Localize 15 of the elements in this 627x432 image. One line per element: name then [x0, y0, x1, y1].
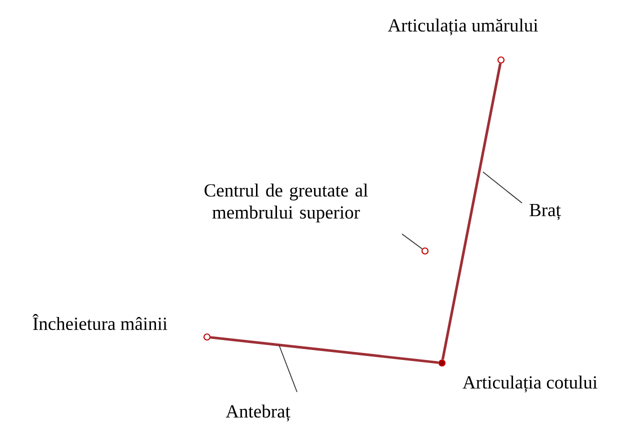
joint-label: Încheietura mâinii: [32, 314, 168, 330]
joint-point: [497, 56, 505, 64]
joint-label: Articulația cotului: [462, 376, 598, 392]
limb-segment: [441, 63, 502, 360]
limb-segment: [210, 336, 439, 364]
leader-line: [278, 344, 298, 392]
joint-point: [203, 333, 211, 341]
label-text: Centrul de greutate al membrului superior: [204, 184, 368, 222]
leader-line: [482, 172, 522, 204]
label-text: Braț: [530, 204, 561, 220]
leader-line: [402, 234, 423, 250]
joint-point: [438, 359, 446, 367]
joint-point: [421, 247, 429, 255]
label-text: Antebraț: [226, 404, 290, 422]
joint-label: Articulația umărului: [388, 18, 538, 36]
